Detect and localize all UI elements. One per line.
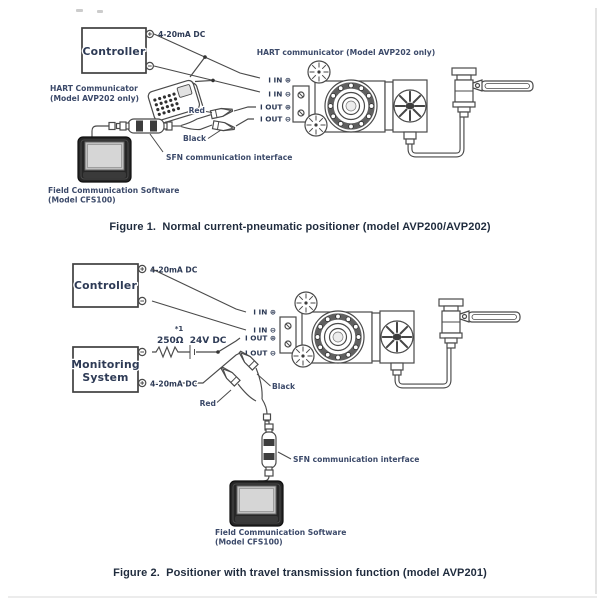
sfn-interface-assembly [218, 348, 277, 482]
terminal-iin-minus: I IN ⊖ [253, 326, 276, 335]
fcs-label-1: Field Communication Software [48, 186, 179, 195]
wire-handheld-2 [194, 79, 214, 83]
red-leader-line [205, 111, 213, 113]
dc-signal-label-bottom: 4-20mA DC [150, 380, 198, 389]
wire-iout-minus [152, 352, 241, 384]
wire-iin-plus [151, 268, 247, 313]
load-circuit [152, 337, 241, 359]
monitoring-label-1: Monitoring [71, 358, 140, 371]
hart-device-label-2: (Model AVP202 only) [50, 94, 139, 103]
red-clip [209, 105, 234, 120]
positioner-assembly [293, 61, 533, 155]
black-leader-line [207, 129, 222, 139]
controller-box: Controller [81, 27, 155, 74]
red-wire-label: Red [189, 106, 205, 115]
terminal-iout-minus: I OUT ⊖ [260, 115, 291, 124]
junction-dot [203, 55, 207, 59]
note-marker: *1 [175, 325, 184, 333]
terminal-iin-minus: I IN ⊖ [268, 90, 291, 99]
red-clip [218, 364, 241, 387]
sfn-label: SFN communication interface [293, 455, 419, 464]
load-label: 250Ω 24V DC [157, 336, 227, 346]
wire-iout-minus [235, 118, 254, 127]
controller-label: Controller [74, 279, 137, 292]
sfn-label: SFN communication interface [166, 153, 292, 162]
hart-communicator-device [146, 77, 205, 126]
figure2-diagram: Controller 4-20mA DC Monitoring System 4… [70, 263, 600, 548]
figure1-caption: Figure 1. Normal current-pneumatic posit… [109, 221, 491, 233]
hart-top-label: HART communicator (Model AVP202 only) [257, 48, 435, 57]
fcs-label-2: (Model CFS100) [48, 196, 116, 205]
terminal-iin-plus: I IN ⊕ [253, 308, 276, 317]
controller-box: Controller [72, 263, 147, 308]
fcs-device [77, 136, 132, 183]
scan-artifact-dash [76, 9, 83, 12]
fcs-label-2: (Model CFS100) [215, 538, 283, 547]
controller-label: Controller [83, 45, 146, 58]
terminal-iout-minus: I OUT ⊖ [245, 349, 276, 358]
wire-iin-minus [151, 300, 247, 331]
terminal-iout-plus: I OUT ⊕ [260, 103, 291, 112]
monitoring-system-box: Monitoring System [70, 346, 147, 393]
red-leader-line [216, 389, 232, 403]
sfn-leader-line [277, 451, 292, 460]
hart-device-label-1: HART Communicator [50, 84, 138, 93]
wire-handheld-1 [189, 56, 206, 78]
black-leader-line [256, 373, 271, 387]
black-clip [211, 120, 236, 134]
fcs-label-1: Field Communication Software [215, 528, 346, 537]
wire-iin-minus [153, 65, 261, 93]
dc-signal-label-top: 4-20mA DC [150, 266, 198, 275]
scan-artifact-dash [97, 10, 103, 13]
junction-dot [211, 78, 215, 83]
scan-edge-bottom [8, 596, 597, 598]
wire-iin-plus [153, 33, 261, 79]
red-wire-label: Red [200, 399, 216, 408]
sfn-interface-assembly [91, 105, 236, 137]
fcs-device [229, 480, 284, 527]
positioner-assembly [280, 292, 520, 386]
terminal-iout-plus: I OUT ⊕ [245, 334, 276, 343]
wire-iout-plus [233, 106, 256, 112]
figure1-diagram: Controller 4-20mA DC HART Communicator (… [47, 27, 600, 206]
dc-signal-label: 4-20mA DC [158, 30, 206, 39]
monitoring-label-2: System [82, 371, 128, 384]
sfn-leader-line [149, 133, 164, 153]
figure2-caption: Figure 2. Positioner with travel transmi… [113, 567, 487, 579]
scan-edge-right [595, 8, 597, 594]
black-wire-label: Black [183, 134, 207, 143]
terminal-iin-plus: I IN ⊕ [268, 76, 291, 85]
black-wire-label: Black [272, 382, 296, 391]
